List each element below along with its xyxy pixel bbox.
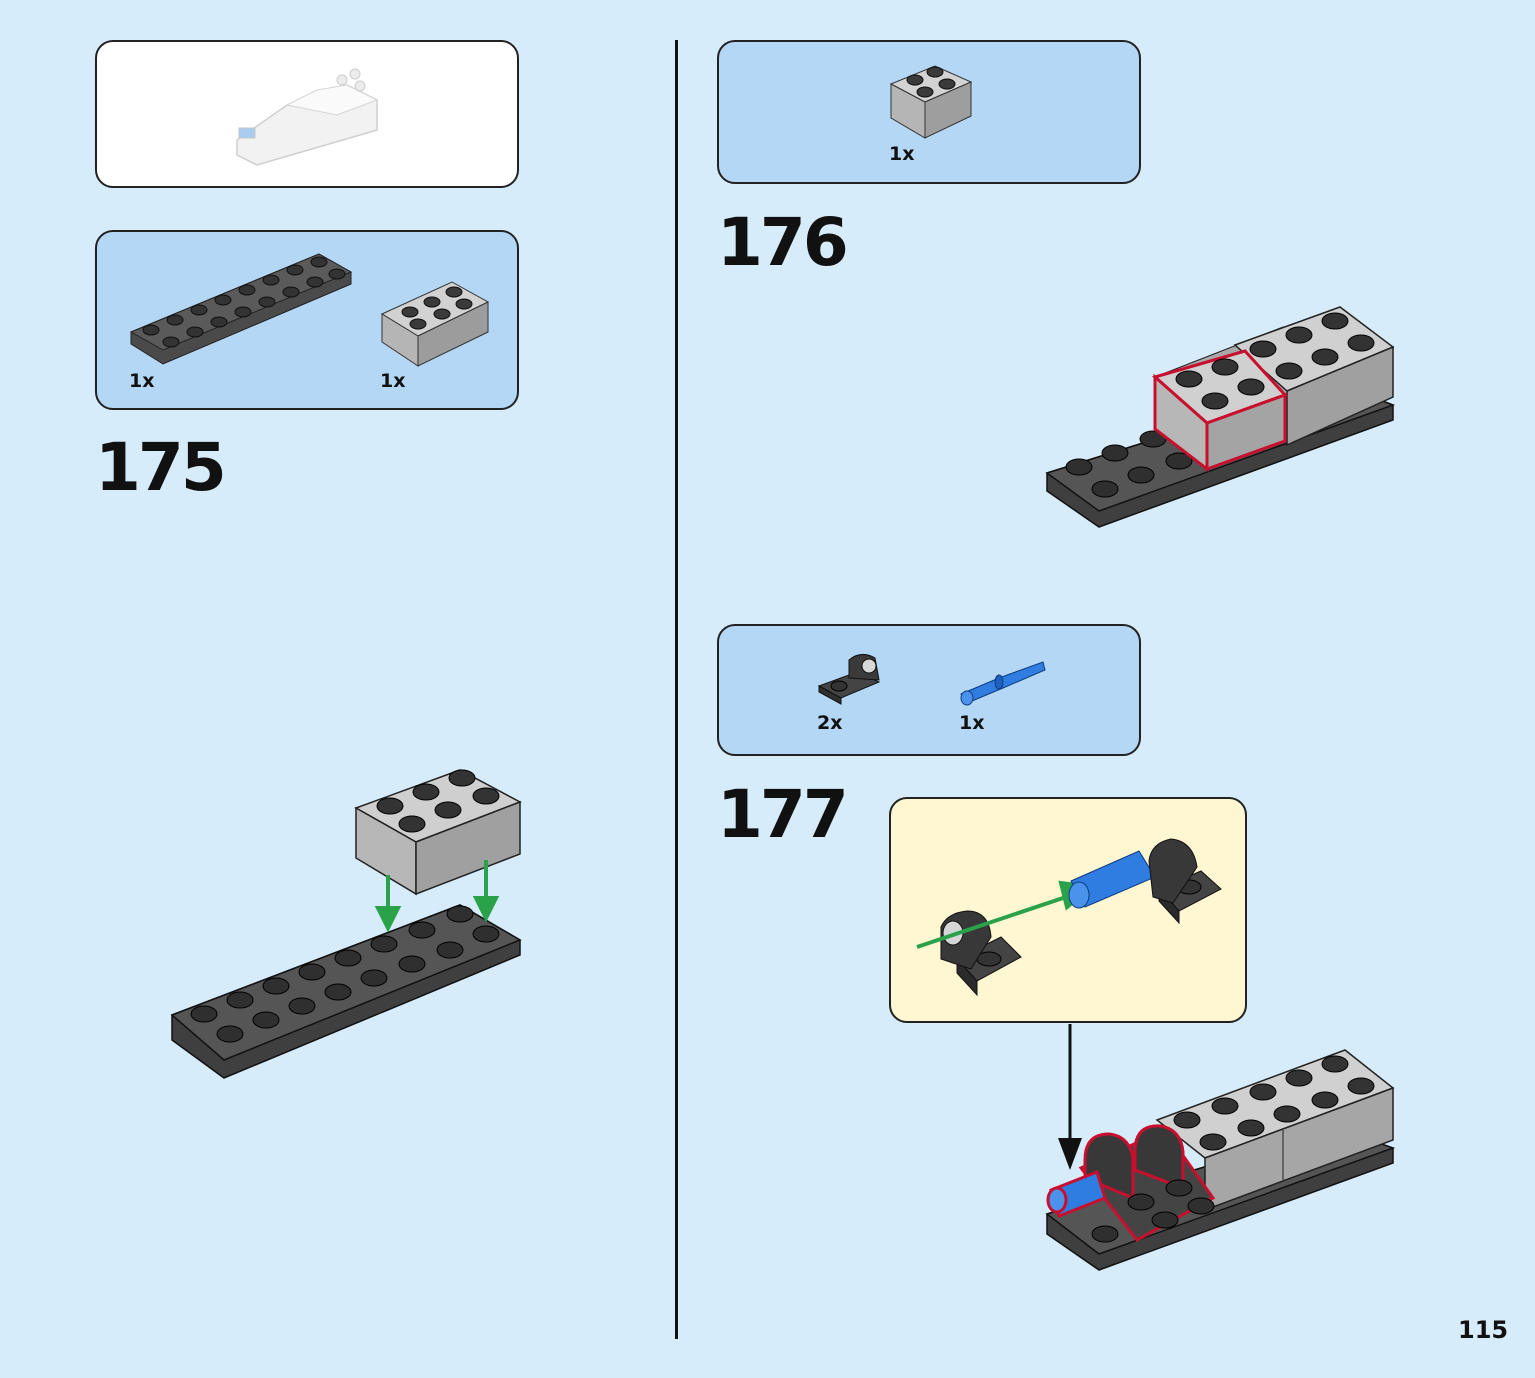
step-177-part-1-qty: 2x <box>817 712 843 734</box>
step-175-part-2-qty: 1x <box>380 370 406 392</box>
parts-box-step-176: 1x <box>717 40 1141 184</box>
step-175-number: 175 <box>95 429 227 506</box>
step-175-part-1-qty: 1x <box>129 370 155 392</box>
plate-with-pin-hole-right <box>1148 838 1222 925</box>
sub-assembly-callout <box>889 797 1247 1023</box>
column-divider <box>675 40 678 1339</box>
black-arrow-icon <box>1058 1024 1082 1170</box>
reference-model-box <box>95 40 519 188</box>
new-parts-highlight <box>1046 1124 1216 1242</box>
step-175-assembly <box>170 769 522 1079</box>
axle-pin-assembled <box>1068 850 1156 909</box>
step-177-number: 177 <box>717 776 849 853</box>
blue-axle-pin-part <box>960 661 1046 706</box>
step-177-assembly <box>1045 1049 1396 1271</box>
sub-assembly-image <box>916 838 1222 997</box>
step-176-number: 176 <box>717 204 849 281</box>
new-brick-highlight <box>1151 349 1288 473</box>
page-number: 115 <box>1458 1316 1509 1344</box>
parts-box-step-175: 1x 1x <box>95 230 519 410</box>
reference-model-image <box>236 68 379 166</box>
green-arrow-icon <box>374 860 500 933</box>
step-176-assembly <box>1045 306 1396 528</box>
step-176-part-1-qty: 1x <box>889 143 915 165</box>
green-arrow-icon <box>916 880 1096 949</box>
grey-2x2-brick-part <box>889 65 973 139</box>
black-2x8-plate-part <box>129 253 353 365</box>
grey-2x3-brick-part <box>380 281 490 367</box>
step-177-part-2-qty: 1x <box>959 712 985 734</box>
parts-box-step-177: 2x 1x <box>717 624 1141 756</box>
black-plate-with-pin-hole-part <box>817 654 881 705</box>
